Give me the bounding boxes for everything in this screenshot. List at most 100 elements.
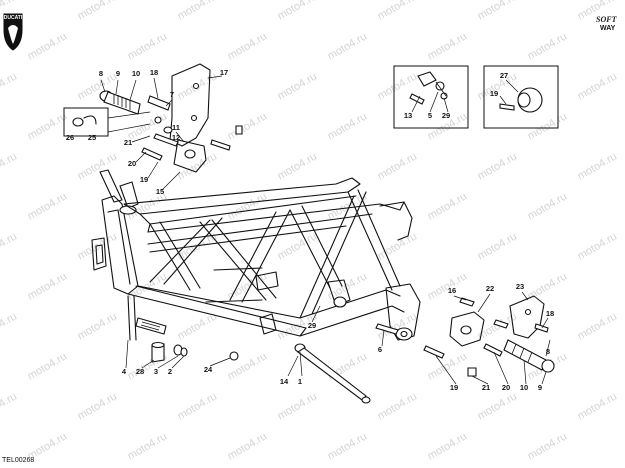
soft-text: SOFT bbox=[596, 15, 618, 24]
callout-4: 4 bbox=[122, 367, 127, 376]
left-footrest-group bbox=[63, 63, 243, 173]
detail-box-13 bbox=[393, 65, 469, 129]
callout-27: 27 bbox=[500, 71, 508, 80]
callout-20: 20 bbox=[128, 159, 136, 168]
watermark-text: moto4.ru bbox=[576, 150, 620, 182]
watermark-text: moto4.ru bbox=[0, 230, 19, 262]
watermark-text: moto4.ru bbox=[76, 390, 120, 422]
callout-15: 15 bbox=[156, 187, 164, 196]
callout-10: 10 bbox=[132, 69, 140, 78]
watermark-text: moto4.ru bbox=[526, 110, 570, 142]
watermark-text: moto4.ru bbox=[0, 390, 19, 422]
callout-20: 20 bbox=[502, 383, 510, 392]
callout-11: 11 bbox=[172, 123, 180, 132]
watermark-text: moto4.ru bbox=[576, 230, 620, 262]
watermark-text: moto4.ru bbox=[76, 0, 120, 23]
watermark-text: moto4.ru bbox=[0, 150, 19, 182]
watermark-text: moto4.ru bbox=[376, 150, 420, 182]
watermark-text: moto4.ru bbox=[526, 270, 570, 302]
watermark-text: moto4.ru bbox=[576, 310, 620, 342]
leader-lines bbox=[100, 75, 551, 385]
watermark-text: moto4.ru bbox=[26, 30, 70, 62]
watermark-text: moto4.ru bbox=[526, 430, 570, 462]
watermark-text: moto4.ru bbox=[526, 30, 570, 62]
watermark-text: moto4.ru bbox=[376, 390, 420, 422]
callout-19: 19 bbox=[490, 89, 498, 98]
watermark-text: moto4.ru bbox=[426, 190, 470, 222]
callout-2: 2 bbox=[168, 367, 172, 376]
callout-19: 19 bbox=[140, 175, 148, 184]
callout-5: 5 bbox=[428, 111, 432, 120]
watermark-text: moto4.ru bbox=[476, 150, 520, 182]
callout-22: 22 bbox=[486, 284, 494, 293]
watermark-text: moto4.ru bbox=[326, 110, 370, 142]
callout-9: 9 bbox=[538, 383, 542, 392]
watermark-text: moto4.ru bbox=[576, 70, 620, 102]
watermark-text: moto4.ru bbox=[476, 230, 520, 262]
watermark-text: moto4.ru bbox=[276, 0, 320, 23]
watermark-text: moto4.ru bbox=[26, 190, 70, 222]
watermark-text: moto4.ru bbox=[426, 30, 470, 62]
watermark-text: moto4.ru bbox=[76, 310, 120, 342]
callout-8: 8 bbox=[99, 69, 103, 78]
watermark-text: moto4.ru bbox=[176, 310, 220, 342]
callout-7: 7 bbox=[170, 90, 174, 99]
watermark-text: moto4.ru bbox=[226, 30, 270, 62]
watermark-text: moto4.ru bbox=[126, 30, 170, 62]
watermark-text: moto4.ru bbox=[376, 0, 420, 23]
watermark-text: moto4.ru bbox=[276, 230, 320, 262]
callout-19: 19 bbox=[450, 383, 458, 392]
callout-17: 17 bbox=[220, 68, 228, 77]
watermark-text: moto4.ru bbox=[26, 110, 70, 142]
callout-3: 3 bbox=[154, 367, 158, 376]
watermark-text: moto4.ru bbox=[276, 70, 320, 102]
callout-21: 21 bbox=[482, 383, 490, 392]
callout-23: 23 bbox=[516, 282, 524, 291]
softway-logo: SOFT WAY bbox=[596, 15, 618, 32]
detail-box-27 bbox=[483, 65, 559, 129]
callout-16: 16 bbox=[448, 286, 456, 295]
watermark-text: moto4.ru bbox=[126, 270, 170, 302]
bottom-parts bbox=[151, 341, 371, 404]
watermark-text: moto4.ru bbox=[0, 310, 19, 342]
callout-8: 8 bbox=[546, 347, 550, 356]
callout-25: 25 bbox=[88, 133, 96, 142]
callout-10: 10 bbox=[520, 383, 528, 392]
callout-24: 24 bbox=[204, 365, 213, 374]
watermark-text: moto4.ru bbox=[476, 390, 520, 422]
callout-12: 12 bbox=[172, 133, 180, 142]
watermark-text: moto4.ru bbox=[476, 0, 520, 23]
watermark-text: moto4.ru bbox=[126, 430, 170, 462]
watermark-text: moto4.ru bbox=[0, 70, 19, 102]
watermark-text: moto4.ru bbox=[76, 150, 120, 182]
watermark-text: moto4.ru bbox=[426, 350, 470, 382]
watermark-text: moto4.ru bbox=[326, 430, 370, 462]
watermark-text: moto4.ru bbox=[26, 270, 70, 302]
way-text: WAY bbox=[600, 25, 616, 32]
callout-13: 13 bbox=[404, 111, 412, 120]
callout-21: 21 bbox=[124, 138, 132, 147]
watermark-text: moto4.ru bbox=[526, 190, 570, 222]
watermark-text: moto4.ru bbox=[376, 230, 420, 262]
callout-1: 1 bbox=[298, 377, 302, 386]
callout-18: 18 bbox=[546, 309, 554, 318]
watermark-text: moto4.ru bbox=[76, 230, 120, 262]
watermark-text: moto4.ru bbox=[426, 430, 470, 462]
callout-6: 6 bbox=[378, 345, 382, 354]
watermark-text: moto4.ru bbox=[276, 390, 320, 422]
callout-29: 29 bbox=[442, 111, 450, 120]
callout-9: 9 bbox=[116, 69, 120, 78]
right-footrest-group bbox=[375, 295, 555, 377]
watermark-text: moto4.ru bbox=[26, 350, 70, 382]
watermark-text: moto4.ru bbox=[326, 30, 370, 62]
ducati-logo: DUCATI bbox=[3, 13, 23, 51]
watermark-text: moto4.ru bbox=[276, 150, 320, 182]
callout-14: 14 bbox=[280, 377, 289, 386]
watermark-text: moto4.ru bbox=[176, 390, 220, 422]
callout-29: 29 bbox=[308, 321, 316, 330]
logo-text: DUCATI bbox=[4, 15, 23, 21]
figure-code: TEL00268 bbox=[2, 457, 34, 464]
frame-drawing bbox=[91, 169, 421, 341]
watermark-text: moto4.ru bbox=[226, 110, 270, 142]
